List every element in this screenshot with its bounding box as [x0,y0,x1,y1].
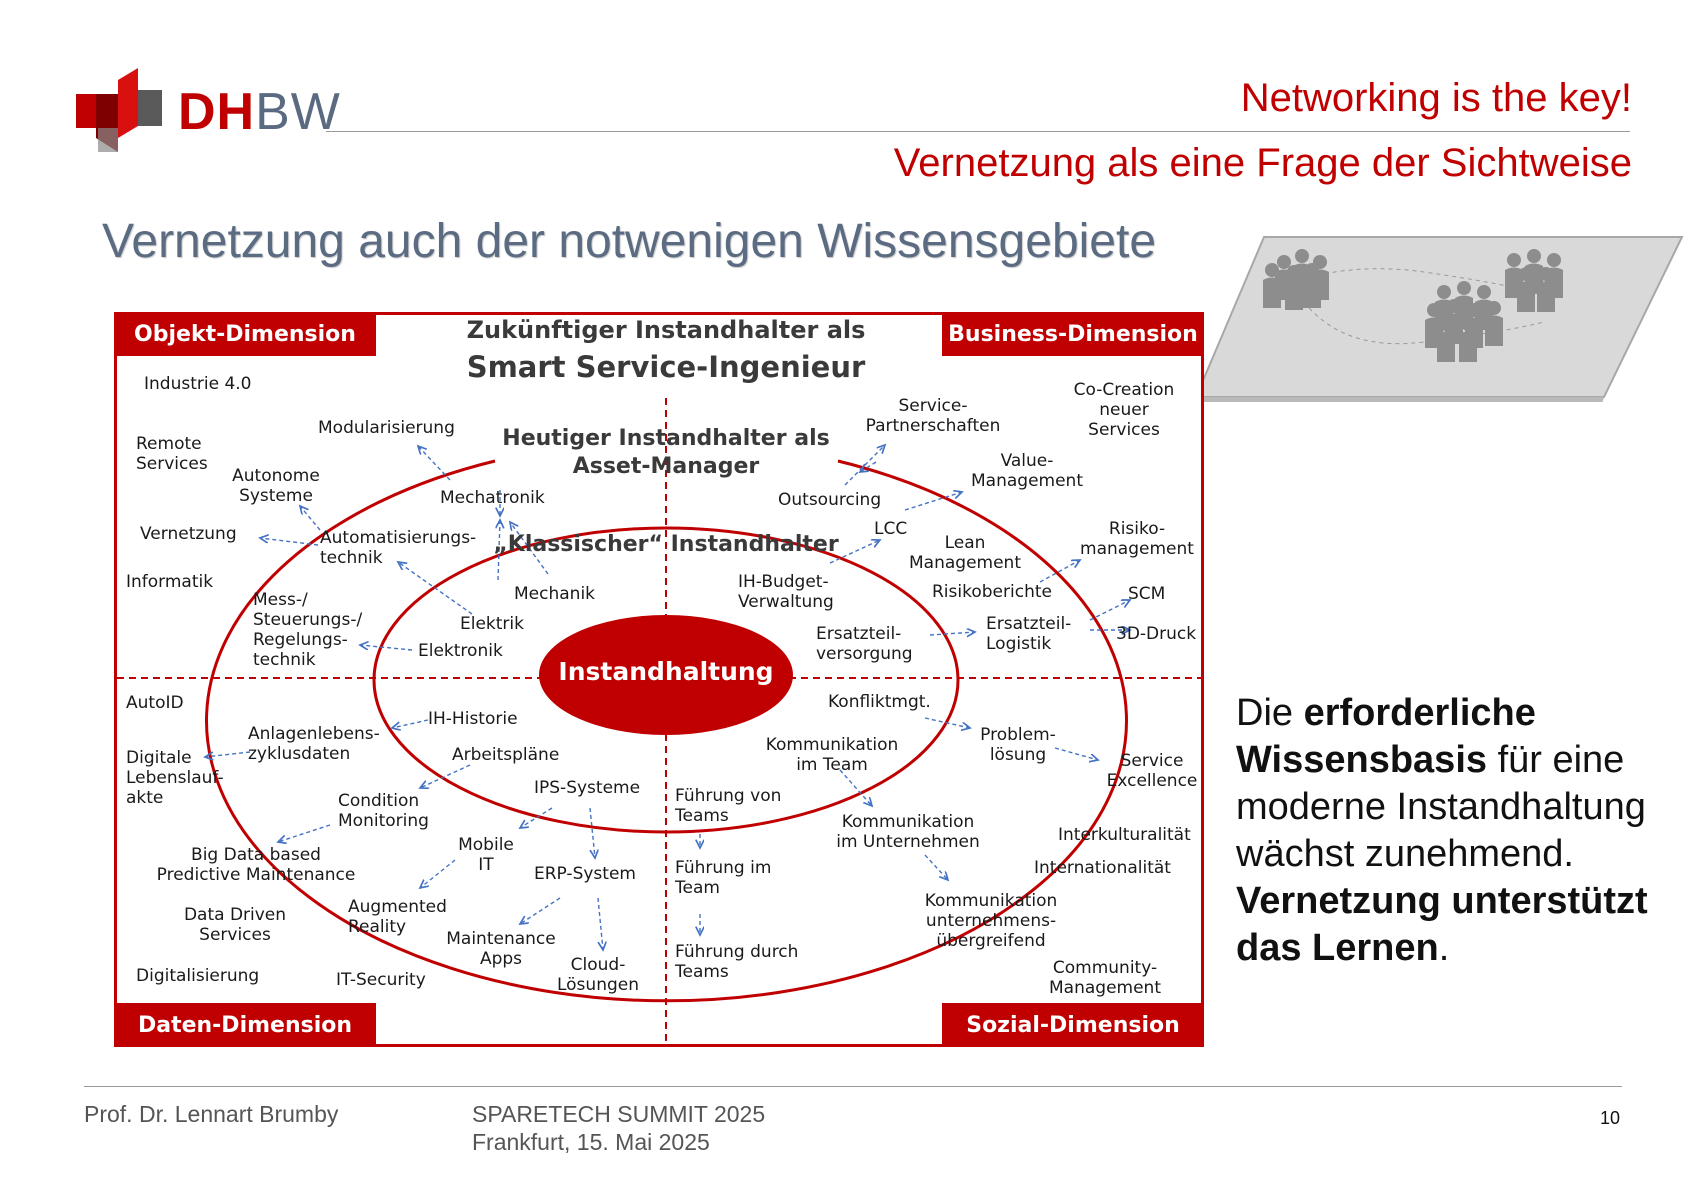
label-arbeitsplaene: Arbeitspläne [452,745,560,765]
label-community: Community- Management [1049,958,1161,998]
side-text: Die erforderliche Wissensbasis für eine … [1236,690,1676,972]
sozial-dimension-label: Sozial-Dimension [942,1003,1204,1047]
side-text-1: Die [1236,692,1304,734]
label-remote: Remote Services [136,434,208,474]
logo-bw: BW [255,83,341,141]
label-ihbudget: IH-Budget- Verwaltung [738,572,834,612]
logo-dh: DH [178,83,256,141]
label-bigdata: Big Data based Predictive Maintenance [156,845,356,885]
side-text-bold-2: Vernetzung unterstützt das Lernen [1236,880,1648,969]
label-elektrik: Elektrik [460,614,524,634]
label-risiko: Risiko- management [1080,519,1194,559]
label-modularisierung: Modularisierung [318,418,455,438]
label-cloud: Cloud- Lösungen [556,955,639,995]
label-value: Value- Management [971,451,1083,491]
label-komm-uebergreifend: Kommunikation unternehmens- übergreifend [924,891,1058,951]
label-anlagen: Anlagenlebens- zyklusdaten [248,724,380,764]
label-internationalitaet: Internationalität [1034,858,1171,878]
label-mess: Mess-/ Steuerungs-/ Regelungs- technik [253,590,363,670]
label-augmented: Augmented Reality [348,897,447,937]
label-risikoberichte: Risikoberichte [932,582,1052,602]
label-mechanik: Mechanik [514,584,596,604]
label-lean: Lean Management [909,533,1021,573]
label-autonome: Autonome Systeme [232,466,320,506]
dhbw-logo-mark-icon [76,68,162,152]
label-mechatronik: Mechatronik [440,488,545,508]
slide-title: Vernetzung auch der notwenigen Wissensge… [102,215,1157,268]
label-datadriven: Data Driven Services [183,905,287,945]
label-fuehrung-von: Führung von Teams [675,786,782,826]
label-automatisierung: Automatisierungs- technik [320,528,477,568]
page-number: 10 [1600,1108,1621,1128]
label-konflikt: Konfliktmgt. [828,692,931,712]
label-maintenance-apps: Maintenance Apps [446,929,556,969]
header-subtitle: Vernetzung als eine Frage der Sichtweise [893,141,1632,185]
label-autoid: AutoID [126,693,184,713]
label-cocreation: Co-Creation neuer Services [1073,380,1175,440]
label-3d-druck: 3D-Druck [1116,624,1197,644]
footer-place-date: Frankfurt, 15. Mai 2025 [472,1129,710,1155]
today-role-line2: Asset-Manager [572,454,760,479]
business-dimension-label: Business-Dimension [942,312,1204,356]
center-instandhaltung: Instandhaltung [558,657,774,686]
label-service-partner: Service- Partnerschaften [865,396,1001,436]
objekt-dimension-label: Objekt-Dimension [114,312,376,356]
label-mobile-it: Mobile IT [458,835,514,875]
label-elektronik: Elektronik [418,641,503,661]
label-lcc: LCC [874,519,908,539]
label-informatik: Informatik [126,572,214,592]
label-scm: SCM [1128,584,1166,604]
header-title: Networking is the key! [1240,76,1632,120]
dhbw-logo: DHBW [76,68,340,152]
label-digitale-akte: Digitale Lebenslauf- akte [126,748,224,808]
network-people-icon [1194,236,1684,402]
label-problem: Problem- lösung [980,725,1056,765]
side-text-bold-1: erforderliche Wissensbasis [1236,692,1536,781]
label-outsourcing: Outsourcing [778,490,882,510]
today-role-line1: Heutiger Instandhalter als [502,426,830,451]
side-text-3: . [1438,927,1450,969]
label-it-security: IT-Security [336,970,426,990]
footer-author: Prof. Dr. Lennart Brumby [84,1101,339,1127]
label-komm-unternehmen: Kommunikation im Unternehmen [836,812,980,852]
daten-dimension-label: Daten-Dimension [114,1003,376,1047]
label-condition: Condition Monitoring [338,791,429,831]
label-ips: IPS-Systeme [534,778,641,798]
footer-event: SPARETECH SUMMIT 2025 [472,1101,766,1127]
label-erp: ERP-System [534,864,636,884]
label-fuehrung-durch: Führung durch Teams [675,942,799,982]
label-fuehrung-im: Führung im Team [675,858,772,898]
label-ersatzteil-versorgung: Ersatzteil- versorgung [816,624,913,664]
label-interkulturalitaet: Interkulturalität [1058,825,1191,845]
label-vernetzung: Vernetzung [140,524,237,544]
footer-divider [84,1086,1622,1087]
future-role-line1: Zukünftiger Instandhalter als [466,316,866,344]
future-role-line2: Smart Service-Ingenieur [466,350,866,384]
label-digitalisierung: Digitalisierung [136,966,260,986]
label-service-excellence: Service Excellence [1106,751,1198,791]
label-ih-historie: IH-Historie [428,709,518,729]
label-industrie40: Industrie 4.0 [144,374,252,394]
header-divider [326,131,1630,132]
label-komm-team: Kommunikation im Team [765,735,899,775]
label-ersatzteil-logistik: Ersatzteil- Logistik [986,614,1072,654]
side-text-2: für eine moderne Instandhaltung wächst z… [1236,739,1646,875]
classic-role: „Klassischer“ Instandhalter [493,532,839,557]
